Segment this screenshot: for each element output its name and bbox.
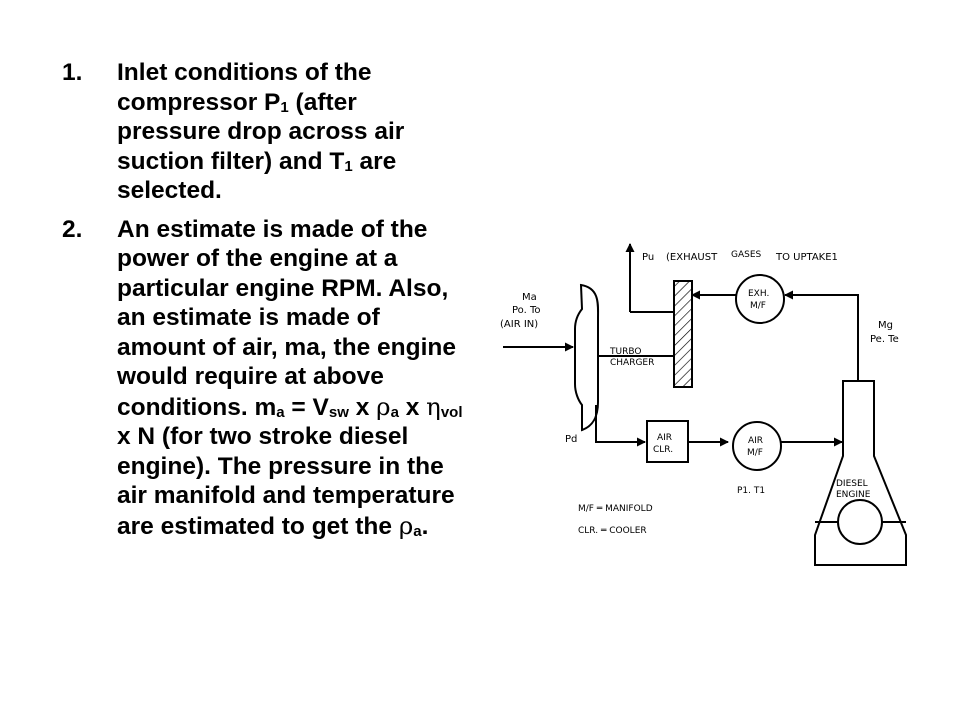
item-number: 2. — [62, 215, 83, 243]
air-mf-label-1: AIR — [748, 436, 763, 446]
air-manifold-circle — [732, 421, 782, 471]
exhaust-pipe — [784, 290, 859, 380]
air-clr-label-1: AIR — [657, 433, 672, 443]
air-in-label: (AIR IN) — [500, 319, 538, 330]
p1-t1-label: P1. T1 — [737, 486, 765, 496]
item-2-closing: The pressure in the air manifold and tem… — [117, 452, 455, 540]
charger-label: CHARGER — [610, 358, 654, 368]
list-item-2: 2. An estimate is made of the power of t… — [62, 215, 472, 542]
exhaust-manifold-circle — [735, 274, 785, 324]
exh-mf-label-1: EXH. — [748, 289, 769, 299]
diesel-label: DIESEL — [836, 479, 868, 489]
ma-label: Ma — [522, 292, 537, 303]
air-mf-label-2: M/F — [747, 448, 763, 458]
exh-mf-label-2: M/F — [750, 301, 766, 311]
pd-label: Pd — [565, 434, 577, 445]
pe-te-label: Pe. Te — [870, 334, 899, 345]
legend-cooler: CLR. ═ COOLER — [578, 526, 647, 536]
diesel-engine-body — [814, 380, 907, 566]
air-cooler-box — [646, 420, 689, 463]
uptake-label: TO UPTAKE1 — [775, 252, 838, 263]
item-2-text: An estimate is made of the power of the … — [117, 215, 456, 421]
engine-label: ENGINE — [836, 490, 871, 500]
mg-label: Mg — [878, 320, 893, 331]
pu-label: Pu — [642, 252, 654, 263]
exhaust-label: (EXHAUST — [666, 252, 718, 263]
legend-manifold: M/F ═ MANIFOLD — [578, 504, 653, 514]
compressor-discharge-pipe — [595, 405, 646, 447]
gases-label: GASES — [731, 250, 762, 260]
turbo-label: TURBO — [609, 347, 641, 357]
turbine-rotor — [673, 280, 693, 388]
air-mass-formula: ma = Vsw x ρa x ηvol x N (for two stroke… — [117, 391, 463, 480]
air-clr-label-2: CLR. — [653, 445, 673, 455]
item-number: 1. — [62, 59, 83, 86]
po-to-label: Po. To — [512, 305, 541, 316]
compressor-casing — [574, 283, 600, 432]
